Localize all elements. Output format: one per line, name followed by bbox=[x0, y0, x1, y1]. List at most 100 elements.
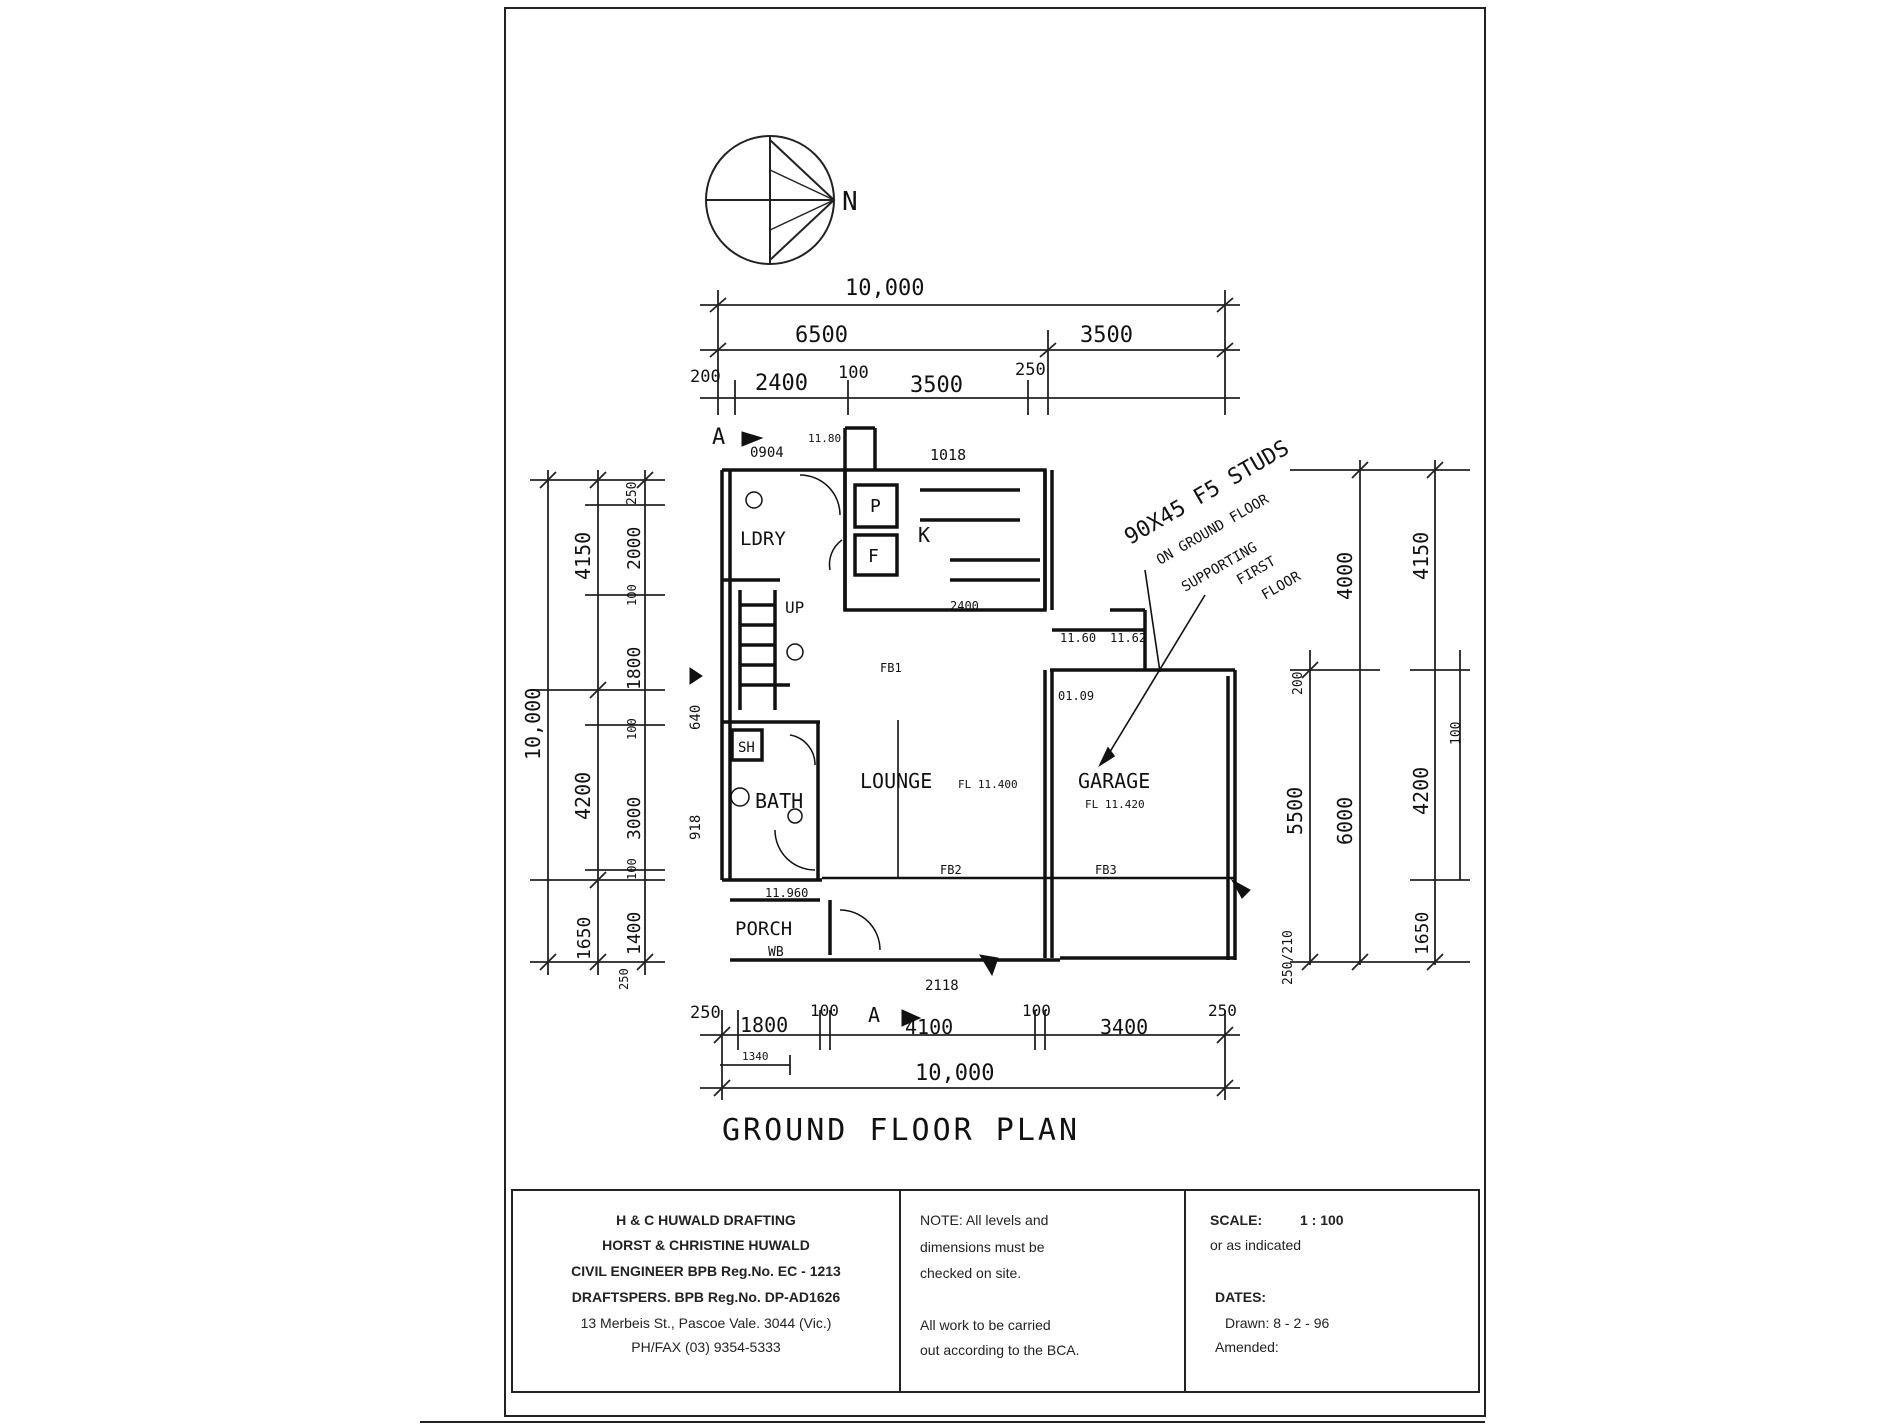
room-kitchen: K bbox=[918, 523, 930, 547]
dim-top-left: 6500 bbox=[795, 323, 848, 348]
plan-walls bbox=[720, 426, 1237, 962]
label-fb3: FB3 bbox=[1095, 863, 1117, 877]
dim-left-640: 640 bbox=[688, 705, 704, 730]
label-w2: 1018 bbox=[930, 446, 966, 464]
dim-left-100a: 100 bbox=[625, 584, 639, 606]
dim-left-1650: 1650 bbox=[574, 917, 595, 960]
room-garage: GARAGE bbox=[1078, 769, 1150, 793]
note-leader-lines bbox=[1098, 569, 1206, 768]
dim-right-200: 200 bbox=[1291, 672, 1306, 695]
dim-right-4150: 4150 bbox=[1409, 532, 1433, 580]
north-arrow-icon bbox=[705, 135, 836, 265]
dim-top-seg4: 3500 bbox=[910, 373, 963, 398]
tb-scale-label: SCALE: bbox=[1210, 1212, 1262, 1228]
dim-bottom-250b: 250 bbox=[1208, 1001, 1237, 1020]
dim-top-seg3: 100 bbox=[838, 363, 869, 383]
label-w8: 2118 bbox=[925, 978, 959, 994]
tb-note-2: dimensions must be bbox=[920, 1239, 1045, 1255]
dim-right-100: 100 bbox=[1449, 722, 1464, 745]
dim-top-seg5: 250 bbox=[1015, 360, 1046, 380]
label-w7: 11.960 bbox=[765, 886, 808, 900]
section-a-bottom: A bbox=[868, 1003, 880, 1027]
dim-left-1800: 1800 bbox=[624, 647, 645, 690]
label-fb2: FB2 bbox=[940, 863, 962, 877]
door-swings bbox=[730, 474, 881, 951]
dim-left-100b: 100 bbox=[625, 718, 639, 740]
tb-draftspers: DRAFTSPERS. BPB Reg.No. DP-AD1626 bbox=[572, 1289, 841, 1305]
room-wb: WB bbox=[768, 945, 784, 960]
dim-left-3000: 3000 bbox=[624, 797, 645, 840]
tb-names: HORST & CHRISTINE HUWALD bbox=[602, 1237, 810, 1253]
right-dimension-lines bbox=[1290, 460, 1470, 971]
room-lounge-fl: FL 11.400 bbox=[958, 778, 1018, 791]
tb-scale-note: or as indicated bbox=[1210, 1237, 1301, 1253]
top-dimension-lines bbox=[700, 290, 1240, 415]
room-up: UP bbox=[785, 598, 804, 617]
tb-address: 13 Merbeis St., Pascoe Vale. 3044 (Vic.) bbox=[581, 1315, 832, 1331]
dim-bottom-4100: 4100 bbox=[905, 1015, 953, 1039]
dim-top-overall: 10,000 bbox=[845, 276, 924, 301]
label-d2400: 2400 bbox=[950, 599, 979, 613]
dim-bottom-1800: 1800 bbox=[740, 1013, 788, 1037]
plan-title: GROUND FLOOR PLAN bbox=[722, 1113, 1080, 1148]
label-w4: 11.60 bbox=[1060, 631, 1096, 645]
label-w1: 0904 bbox=[750, 445, 784, 461]
dim-right-5500: 5500 bbox=[1283, 787, 1307, 835]
room-bath: BATH bbox=[755, 789, 803, 813]
tb-firm: H & C HUWALD DRAFTING bbox=[616, 1212, 796, 1228]
dim-left-overall: 10,000 bbox=[521, 688, 545, 760]
dim-bottom-overall: 10,000 bbox=[915, 1061, 994, 1086]
dim-bottom-1340: 1340 bbox=[742, 1050, 769, 1063]
label-w6: 01.09 bbox=[1058, 689, 1094, 703]
tb-note-5: out according to the BCA. bbox=[920, 1342, 1080, 1358]
dim-right-4000: 4000 bbox=[1333, 552, 1357, 600]
section-a-top: A bbox=[712, 425, 725, 450]
dim-top-seg1: 200 bbox=[690, 367, 721, 387]
bottom-dimension-lines bbox=[700, 1010, 1240, 1100]
section-marker-icons bbox=[689, 431, 1251, 1027]
room-garage-fl: FL 11.420 bbox=[1085, 798, 1145, 811]
tb-note-4: All work to be carried bbox=[920, 1317, 1051, 1333]
tb-dates-label: DATES: bbox=[1215, 1289, 1266, 1305]
dim-left-2000: 2000 bbox=[624, 527, 645, 570]
room-porch: PORCH bbox=[735, 918, 792, 940]
dim-right-6000: 6000 bbox=[1333, 797, 1357, 845]
tb-note-1: NOTE: All levels and bbox=[920, 1212, 1048, 1228]
dim-right-4200: 4200 bbox=[1409, 767, 1433, 815]
left-dimension-lines bbox=[530, 470, 665, 975]
dim-bottom-250a: 250 bbox=[690, 1003, 721, 1023]
dim-left-4200: 4200 bbox=[571, 772, 595, 820]
dim-bottom-3400: 3400 bbox=[1100, 1015, 1148, 1039]
dim-right-1650: 1650 bbox=[1412, 912, 1433, 955]
room-pantry: P bbox=[870, 496, 881, 517]
label-fb1: FB1 bbox=[880, 661, 902, 675]
tb-engineer: CIVIL ENGINEER BPB Reg.No. EC - 1213 bbox=[571, 1263, 841, 1279]
tb-phone: PH/FAX (03) 9354-5333 bbox=[631, 1339, 781, 1355]
label-w5: 11.62 bbox=[1110, 631, 1146, 645]
dim-left-250: 250 bbox=[625, 482, 640, 505]
dim-left-4150: 4150 bbox=[571, 532, 595, 580]
tb-note-3: checked on site. bbox=[920, 1265, 1021, 1281]
room-laundry: LDRY bbox=[740, 528, 786, 550]
room-shower: SH bbox=[738, 740, 755, 756]
dim-right-250: 250/210 bbox=[1281, 930, 1296, 985]
tb-amended: Amended: bbox=[1215, 1339, 1279, 1355]
dim-bottom-100a: 100 bbox=[810, 1001, 839, 1020]
label-w3: 11.80 bbox=[808, 432, 841, 445]
dim-bottom-100b: 100 bbox=[1022, 1001, 1051, 1020]
dim-left-250b: 250 bbox=[617, 968, 631, 990]
dim-top-seg2: 2400 bbox=[755, 371, 808, 396]
room-fridge: F bbox=[868, 546, 879, 567]
title-block-frame bbox=[511, 1189, 1480, 1393]
dim-left-918: 918 bbox=[688, 815, 704, 840]
dim-top-right: 3500 bbox=[1080, 323, 1133, 348]
room-lounge: LOUNGE bbox=[860, 769, 932, 793]
dim-left-100c: 100 bbox=[625, 858, 639, 880]
tb-scale-value: 1 : 100 bbox=[1300, 1212, 1344, 1228]
north-label: N bbox=[842, 187, 858, 217]
stud-note: 90X45 F5 STUDS ON GROUND FLOOR SUPPORTIN… bbox=[1121, 436, 1304, 604]
dim-left-1400: 1400 bbox=[624, 912, 645, 955]
tb-drawn: Drawn: 8 - 2 - 96 bbox=[1225, 1315, 1329, 1331]
sheet-border bbox=[504, 7, 1486, 1417]
